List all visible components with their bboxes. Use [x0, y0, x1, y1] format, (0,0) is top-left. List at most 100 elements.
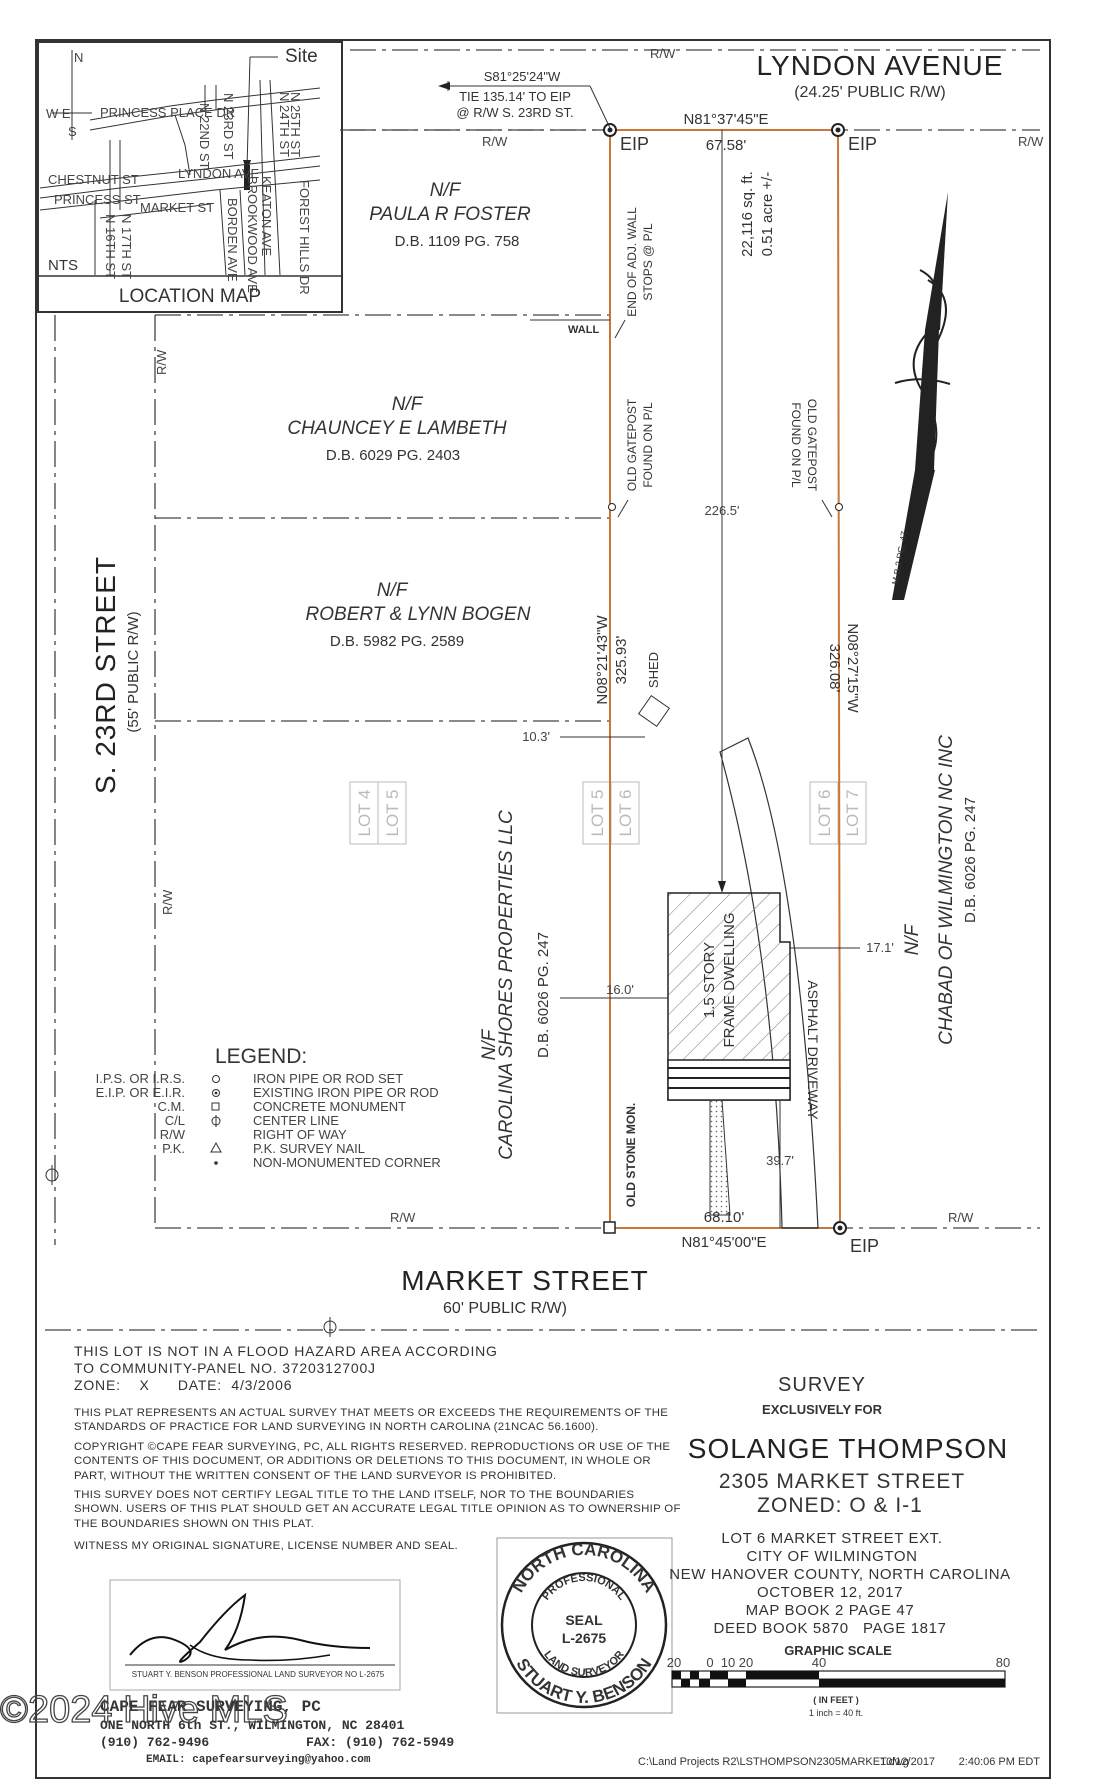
company-fax: FAX: (910) 762-5949	[306, 1735, 454, 1750]
map-street-label: N 22ND ST	[197, 103, 212, 170]
tie-bearing: S81°25'24"W	[484, 69, 561, 84]
flood-note-line-1: THIS LOT IS NOT IN A FLOOD HAZARD AREA A…	[74, 1343, 498, 1359]
graphic-scale-title: GRAPHIC SCALE	[784, 1643, 892, 1658]
client-name: SOLANGE THOMPSON	[688, 1433, 1008, 1464]
map-street-label: CHESTNUT ST	[48, 172, 139, 187]
mls-watermark: ©2024 Hive MLS	[0, 1689, 288, 1731]
nts-label: NTS	[48, 257, 78, 274]
depth-label: 226.5'	[704, 503, 739, 518]
seal-word: SEAL	[565, 1612, 603, 1628]
legal-notes: THIS PLAT REPRESENTS AN ACTUAL SURVEY TH…	[74, 1407, 681, 1552]
area-sqft: 22,116 sq. ft.	[739, 171, 756, 257]
gatepost-note-2: FOUND ON P/L	[789, 402, 803, 488]
signature-caption: STUART Y. BENSON PROFESSIONAL LAND SURVE…	[132, 1670, 385, 1679]
flood-note: THIS LOT IS NOT IN A FLOOD HAZARD AREA A…	[74, 1343, 498, 1393]
gatepost-icon	[608, 503, 616, 511]
scale-tick: 20	[739, 1655, 753, 1670]
survey-heading: SURVEY	[778, 1374, 866, 1396]
neighbor-deed: D.B. 6026 PG. 247	[962, 797, 979, 923]
city: CITY OF WILMINGTON	[746, 1548, 917, 1565]
wall-label: WALL	[568, 324, 599, 336]
legend: LEGEND: I.P.S. OR I.R.S. IRON PIPE OR RO…	[96, 1045, 441, 1170]
map-book: MAP BOOK 2 PAGE 47	[746, 1602, 915, 1619]
wall-note-2: STOPS @ P/L	[641, 223, 655, 301]
deed-book: DEED BOOK 5870 PAGE 1817	[714, 1620, 947, 1637]
legal-note-standards: THIS PLAT REPRESENTS AN ACTUAL SURVEY TH…	[74, 1407, 669, 1434]
map-street-label: PRINCESS ST	[54, 192, 141, 207]
site-label: Site	[285, 46, 318, 67]
area-acres: 0.51 acre +/-	[759, 172, 776, 257]
east-distance: 326.08'	[826, 644, 843, 693]
centerline-icon	[45, 1165, 337, 1337]
north-bearing: N81°37'45"E	[683, 111, 768, 128]
neighbor-lambeth: N/F CHAUNCEY E LAMBETH D.B. 6029 PG. 240…	[287, 394, 507, 464]
neighbor-deed: D.B. 6029 PG. 2403	[326, 447, 460, 464]
company-phone: (910) 762-9496	[100, 1735, 209, 1750]
lot-5-label: LOT 5	[383, 790, 402, 837]
property-address: 2305 MARKET STREET	[719, 1470, 965, 1493]
neighbor-chabad: N/F CHABAD OF WILMINGTON NC INC D.B. 602…	[902, 735, 979, 1045]
neighbor-carolina-shores: N/F CAROLINA SHORES PROPERTIES LLC D.B. …	[479, 810, 552, 1160]
gatepost-note-1: OLD GATEPOST	[625, 398, 639, 491]
title-block: SURVEY EXCLUSIVELY FOR SOLANGE THOMPSON …	[669, 1374, 1010, 1658]
map-street-label: N 17TH ST	[119, 214, 134, 279]
legend-abbr: P.K.	[162, 1141, 185, 1156]
legend-abbr: E.I.P. OR E.I.R.	[96, 1085, 185, 1100]
survey-date: OCTOBER 12, 2017	[757, 1584, 903, 1601]
scale-tick: 40	[812, 1655, 826, 1670]
s23rd-street-label: S. 23RD STREET	[90, 556, 121, 794]
south-bearing: N81°45'00"E	[681, 1234, 766, 1251]
wall-note-1: END OF ADJ. WALL	[625, 207, 639, 317]
legend-title: LEGEND:	[215, 1045, 307, 1068]
lot-5-box	[377, 781, 407, 845]
driveway-label: ASPHALT DRIVEWAY	[805, 980, 821, 1120]
legend-desc: CONCRETE MONUMENT	[253, 1099, 406, 1114]
legend-desc: IRON PIPE OR ROD SET	[253, 1071, 403, 1086]
stone-monument-icon	[603, 1221, 616, 1234]
map-street-label: BORDEN AVE	[225, 198, 240, 282]
neighbor-nf: N/F	[902, 923, 923, 955]
existing-iron-pipe-icon	[212, 1089, 220, 1097]
shed-outline	[637, 694, 671, 728]
west-offset-label: 16.0'	[606, 982, 634, 997]
east-bearing: N08°27'15"W	[844, 623, 861, 713]
rw-label: R/W	[160, 889, 175, 915]
neighbor-nf: N/F	[377, 580, 409, 601]
legal-note-title: THIS SURVEY DOES NOT CERTIFY LEGAL TITLE…	[74, 1489, 681, 1530]
west-bearing: N08°21'43"W	[594, 615, 611, 705]
map-street-label: PRINCESS PLACE DR	[100, 105, 235, 120]
s23rd-rw-label: (55' PUBLIC R/W)	[125, 611, 142, 732]
non-monumented-corner-icon	[214, 1161, 218, 1165]
neighbor-deed: D.B. 5982 PG. 2589	[330, 633, 464, 650]
neighbor-name: PAULA R FOSTER	[369, 204, 531, 225]
file-time: 2:40:06 PM EDT	[959, 1756, 1041, 1768]
gatepost-note-2: FOUND ON P/L	[641, 402, 655, 488]
north-arrow-icon: M.B.2 PG. 47	[890, 192, 951, 600]
legend-abbr: C.M.	[158, 1099, 185, 1114]
porch-outline	[667, 1059, 791, 1101]
south-offset-label: 39.7'	[766, 1153, 794, 1168]
map-street-label: N 25TH ST	[288, 92, 303, 157]
scale-tick: 0	[706, 1655, 713, 1670]
rw-label: R/W	[650, 46, 676, 61]
map-street-label: LYNDON AVE	[178, 166, 259, 181]
legal-note-copyright: COPYRIGHT ©CAPE FEAR SURVEYING, PC, ALL …	[74, 1440, 671, 1482]
legend-abbr: I.P.S. OR I.R.S.	[96, 1071, 185, 1086]
location-map-title: LOCATION MAP	[119, 286, 261, 307]
graphic-scale-bar: 20 0 10 20 40 80 ( IN FEET ) 1 inch = 40…	[667, 1655, 1010, 1718]
eip-label: EIP	[620, 134, 649, 154]
compass-n: N	[74, 50, 83, 65]
map-street-label: N 24TH ST	[277, 92, 292, 157]
flood-note-line-2: TO COMMUNITY-PANEL NO. 3720312700J	[74, 1360, 376, 1376]
shed-offset-label: 10.3'	[522, 729, 550, 744]
rw-label: R/W	[482, 134, 508, 149]
zoning: ZONED: O & I-1	[757, 1494, 923, 1517]
legend-abbr: R/W	[160, 1127, 186, 1142]
neighbor-name: CAROLINA SHORES PROPERTIES LLC	[496, 810, 517, 1160]
legend-desc: EXISTING IRON PIPE OR ROD	[253, 1085, 439, 1100]
eip-label: EIP	[848, 134, 877, 154]
rw-label: R/W	[390, 1210, 416, 1225]
stone-monument-label: OLD STONE MON.	[624, 1103, 638, 1207]
lot-4-label: LOT 4	[355, 790, 374, 837]
